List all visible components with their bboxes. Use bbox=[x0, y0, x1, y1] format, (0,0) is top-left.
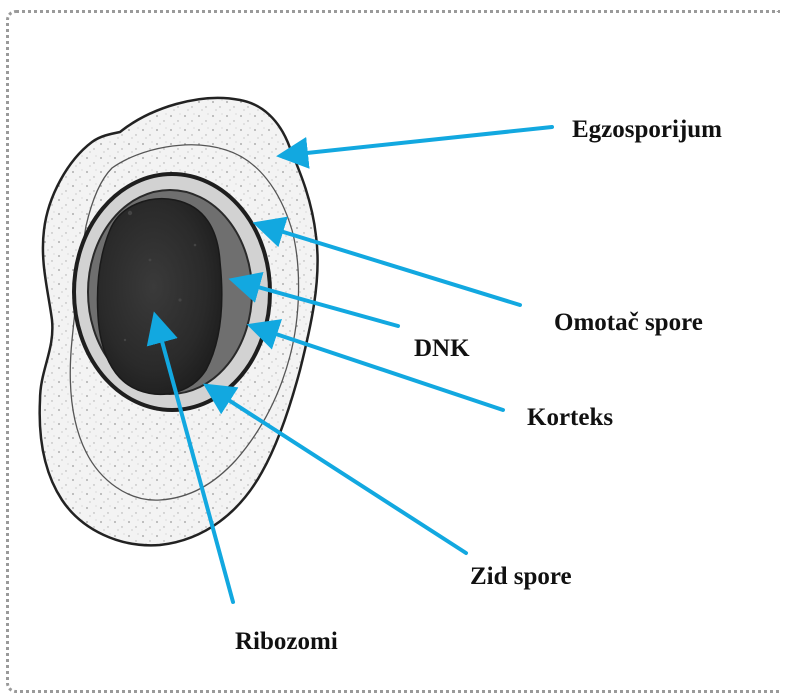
arrow-egzosporijum bbox=[288, 127, 552, 155]
label-egzosporijum: Egzosporijum bbox=[572, 116, 722, 143]
label-zid-spore: Zid spore bbox=[470, 563, 572, 590]
label-ribozomi: Ribozomi bbox=[235, 628, 338, 655]
label-dnk: DNK bbox=[414, 335, 470, 362]
spore-core bbox=[98, 199, 222, 395]
label-korteks: Korteks bbox=[527, 404, 613, 431]
label-omotac-spore: Omotač spore bbox=[554, 309, 703, 336]
